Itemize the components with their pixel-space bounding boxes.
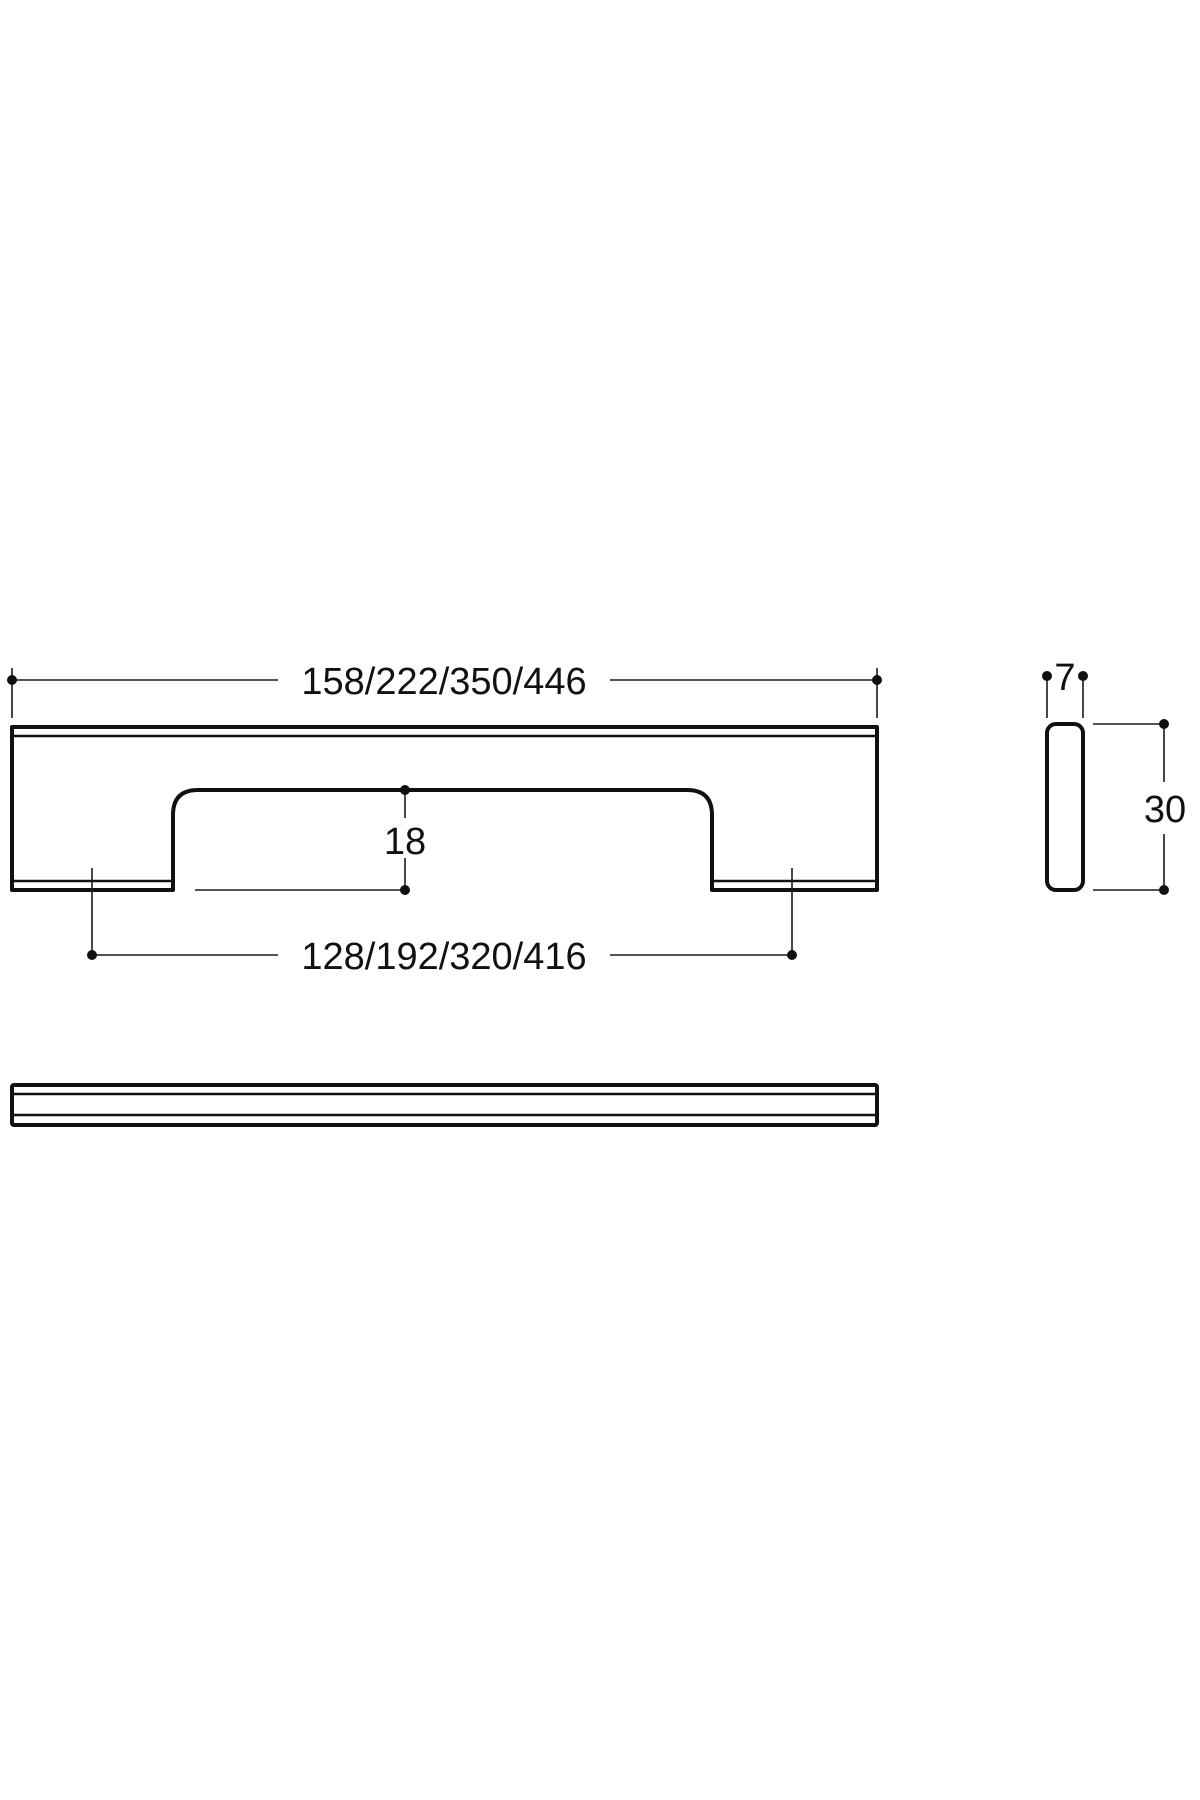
overall-length-dimension: 158/222/350/446 xyxy=(7,661,882,718)
overall-length-label: 158/222/350/446 xyxy=(301,661,586,703)
handle-front-outline xyxy=(10,725,879,892)
hole-spacing-dimension: 128/192/320/416 xyxy=(87,868,797,978)
thickness-dot-left xyxy=(1042,671,1052,681)
profile-thickness-dimension: 7 xyxy=(1042,657,1088,718)
overall-length-dot-right xyxy=(872,675,882,685)
height-label: 30 xyxy=(1144,789,1186,831)
height-dot-top xyxy=(1159,719,1169,729)
hole-spacing-dot-left xyxy=(87,950,97,960)
handle-side-outline xyxy=(1045,722,1085,892)
thickness-dot-right xyxy=(1078,671,1088,681)
handle-top-outline xyxy=(10,1083,879,1127)
thickness-label: 7 xyxy=(1054,657,1075,699)
hole-spacing-label: 128/192/320/416 xyxy=(301,936,586,978)
overall-length-dot-left xyxy=(7,675,17,685)
grip-depth-dimension: 18 xyxy=(195,785,426,895)
front-view xyxy=(10,725,879,892)
grip-depth-label: 18 xyxy=(384,821,426,863)
hole-spacing-dot-right xyxy=(787,950,797,960)
grip-depth-dot-top xyxy=(400,785,410,795)
top-view xyxy=(10,1083,879,1127)
grip-depth-dot-bottom xyxy=(400,885,410,895)
profile-height-dimension: 30 xyxy=(1093,719,1186,895)
height-dot-bottom xyxy=(1159,885,1169,895)
side-view xyxy=(1045,722,1085,892)
